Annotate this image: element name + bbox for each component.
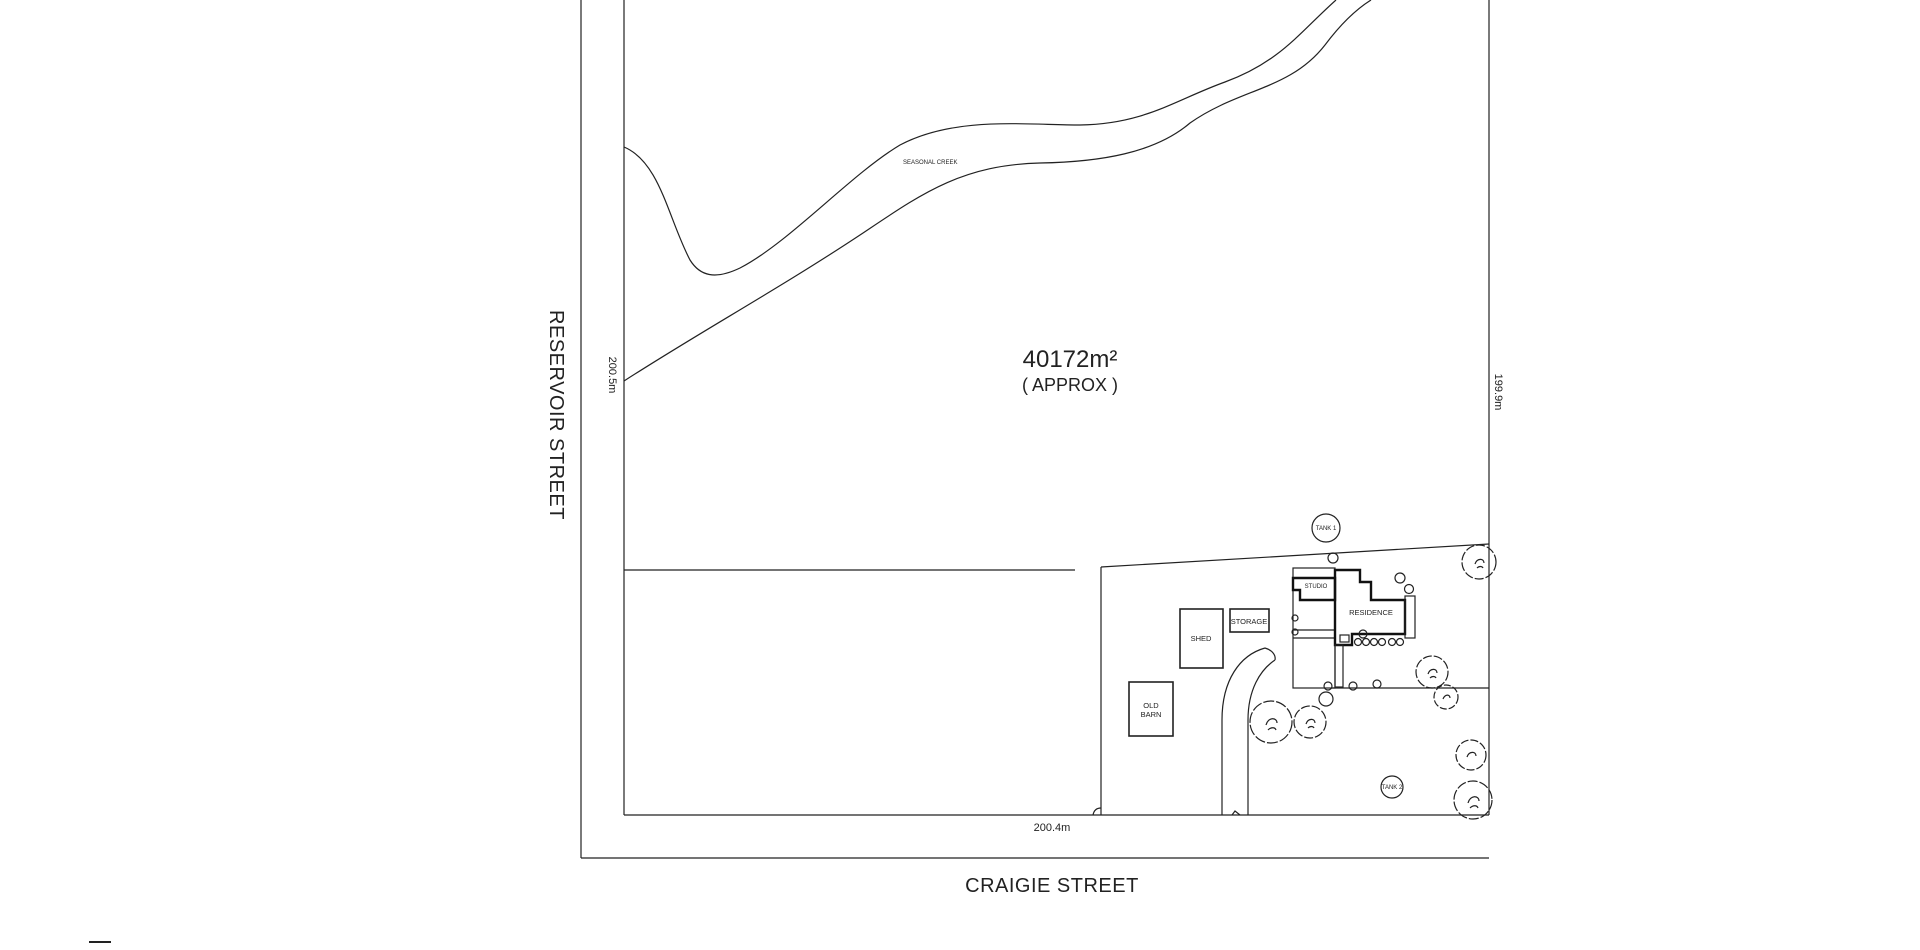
residence-label: RESIDENCE <box>1349 608 1393 617</box>
tree <box>1455 739 1487 771</box>
shed-label: SHED <box>1191 634 1212 643</box>
property-boundary <box>623 0 1490 816</box>
tree <box>1453 780 1493 820</box>
residence-complex: STUDIO RESIDENCE <box>1291 567 1416 689</box>
craigie-street-label: CRAIGIE STREET <box>965 875 1139 897</box>
tree <box>1249 700 1293 744</box>
tree <box>1433 684 1459 710</box>
west-dimension: 200.5m <box>606 357 618 394</box>
driveway <box>1092 647 1276 816</box>
tank-2: TANK 2 <box>1380 775 1404 799</box>
storage-label: STORAGE <box>1231 617 1268 626</box>
old-barn: OLD BARN <box>1128 681 1174 737</box>
studio-label: STUDIO <box>1305 584 1328 590</box>
area-note: ( APPROX ) <box>1022 375 1118 395</box>
seasonal-creek: SEASONAL CREEK <box>623 0 1372 382</box>
east-dimension: 199.9m <box>1492 374 1504 411</box>
reservoir-street-label: RESERVOIR STREET <box>545 310 567 520</box>
shed: SHED <box>1179 608 1224 669</box>
tree <box>1415 655 1449 689</box>
tree <box>1461 544 1497 580</box>
tank-1-label: TANK 1 <box>1316 526 1337 532</box>
old-barn-label-line2: BARN <box>1141 710 1162 719</box>
old-barn-label-line1: OLD <box>1143 701 1159 710</box>
tree <box>1293 705 1327 739</box>
road-boundary <box>580 0 1489 859</box>
lot-lines <box>624 543 1490 815</box>
creek-label: SEASONAL CREEK <box>903 160 957 166</box>
tank-1: TANK 1 <box>1311 513 1341 543</box>
storage: STORAGE <box>1229 608 1270 633</box>
south-dimension: 200.4m <box>1034 822 1071 834</box>
tank-2-label: TANK 2 <box>1382 785 1403 791</box>
area-value: 40172m² <box>1023 346 1118 373</box>
trees <box>1249 544 1497 820</box>
shrubs <box>1291 552 1415 707</box>
